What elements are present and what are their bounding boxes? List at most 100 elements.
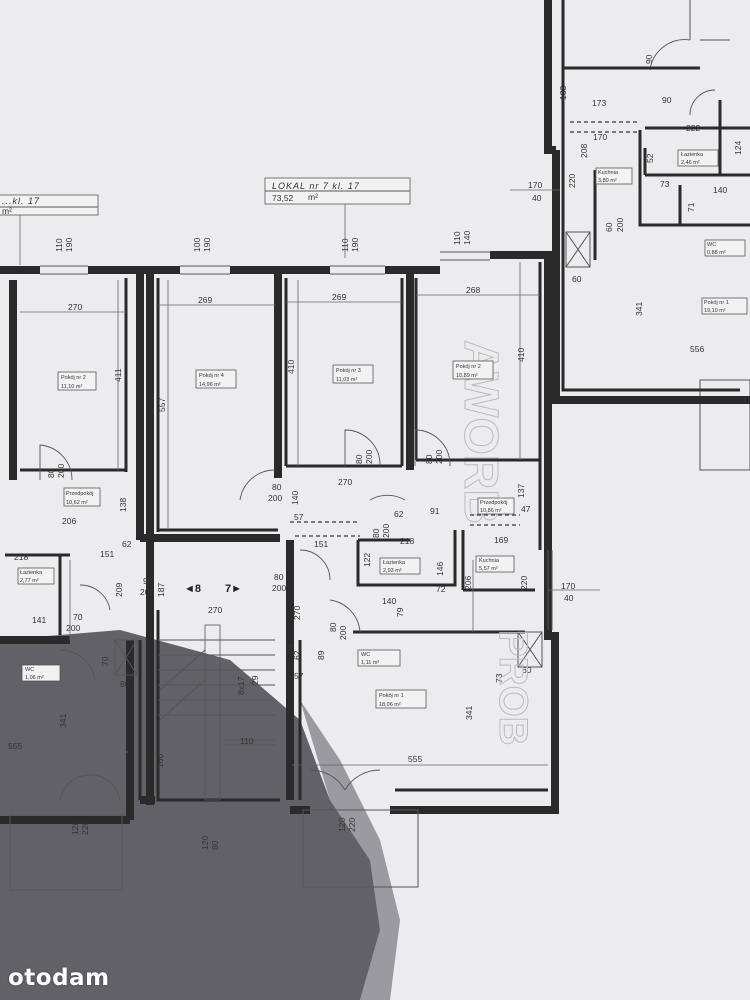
room-labels: Pokój nr 2 11,10 m² Pokój nr 4 14,96 m² … [17,360,515,709]
top-right-unit-item: 170 [593,132,607,142]
dashed-lines-item [570,121,640,133]
dashed-lines-item [290,521,360,537]
walls-item [461,530,535,592]
dim-texts-item: 341 [58,714,68,728]
dim-texts-item: 80 [424,454,434,464]
window-dims-top-item: 140 [462,231,472,245]
dim-texts-item: 411 [113,368,123,382]
dim-texts-item: 8x17 [236,676,246,695]
dim-texts-item: 187 [156,583,166,597]
top-right-unit-item: 124 [733,141,743,155]
ventilation-shafts-item [114,639,138,676]
dim-texts-item: 47 [521,504,531,514]
room-labels-item: 5,57 m² [479,566,498,572]
windows-item [40,251,490,275]
room-labels-item [63,487,101,507]
unit7-unit: m² [308,192,318,202]
tr-room-labels: Łazienka 2,46 m² Kuchnia 3,80 m² WC 0,88… [595,149,748,315]
dim-texts-item: 220 [519,576,529,590]
window-dims-top-item: 110 [340,238,350,252]
top-right-unit-item [593,126,750,260]
ventilation-shafts-item [114,639,138,676]
doors-item [344,429,381,467]
balconies-item [302,809,419,888]
dim-lines-item [69,560,474,640]
shadow-edge [300,700,400,1000]
dim-texts-item: 110 [240,736,254,746]
dim-texts-item: 60 [522,665,532,675]
dim-texts-item: 557 [157,398,167,412]
dim-texts-item: 151 [314,539,328,549]
dim-texts-item: 555 [8,741,22,751]
walls-item [156,610,280,802]
dim-texts-item: 200 [140,587,154,597]
tr-room-labels-item: 19,10 m² [704,308,726,314]
room-labels-item: Pokój nr 4 [199,373,224,379]
room-labels-item: 18,06 m² [379,702,401,708]
dim-texts-item: 218 [14,552,28,562]
stair-steps-item [158,639,275,716]
dim-texts-item: 200 [338,626,348,640]
doors-item [309,769,346,791]
dim-texts-item: 200 [56,464,66,478]
dim-texts-item: 61 [284,643,294,653]
tr-room-labels-item: Łazienka [681,152,704,158]
dim-texts-item: 79 [395,607,405,617]
balconies [9,379,750,891]
top-right-unit-item: 208 [579,144,589,158]
top-right-unit-item: 341 [634,302,644,316]
room-labels-item: 11,10 m² [61,384,82,390]
walls-item [20,458,540,472]
room-labels-item: Pokój nr 3 [336,368,361,374]
dim-texts-item: 120 [200,836,210,850]
top-right-unit-item: 200 [615,218,625,232]
dim-texts-item: 57 [294,671,304,681]
dim-texts-item: 200 [66,623,80,633]
top-right-unit-item: 90 [662,95,672,105]
dim-texts-item: 220 [80,821,90,835]
dim-texts-item: 60 [120,679,130,689]
window-dims-top-item: 110 [452,231,462,245]
dim-texts-item: 62 [394,509,404,519]
doors-item [299,549,331,581]
ventilation-shafts [114,231,591,676]
room-labels-item: WC [361,652,370,658]
side-window-dims-item: 40 [564,593,574,603]
room-labels-item: 11,03 m² [336,377,357,383]
dim-texts-item: 209 [114,583,124,597]
dim-texts-item: 220 [347,818,357,832]
top-right-unit-item: 71 [686,202,696,212]
top-right-unit-item: 222 [686,123,700,133]
tr-room-labels-item: WC [707,242,716,248]
unit8-area: m² [2,206,12,216]
room-labels-item: Przedpokój [480,500,508,506]
doors-item [414,429,451,467]
stair-label-7: 7► [225,583,242,595]
top-right-unit-item: 52 [645,153,655,163]
doors-item [239,469,276,501]
dim-texts-item: 91 [430,506,440,516]
room-labels-item: 1,06 m² [25,675,44,681]
dim-texts-item: 120 [337,818,347,832]
tr-room-labels-item: 0,88 m² [707,250,726,256]
room-labels-item: 10,86 m² [480,508,502,514]
room-labels-item [17,567,55,585]
unit8-title: ...kl. 17 [2,196,40,206]
window-dims-top: 110 190 100 190 110 190 110 140 [54,231,472,252]
top-right-unit-item [689,0,730,41]
dim-texts-item: 200 [272,583,286,593]
stair-label-8: ◄8 [184,583,201,595]
doors-item [59,774,91,801]
dim-texts-item: 70 [73,612,83,622]
room-labels-item: 14,96 m² [199,382,221,388]
room-labels-item [375,689,427,709]
doors-item [369,494,406,501]
window-dims-top-item: 110 [54,238,64,252]
dim-texts-item: 200 [381,524,391,538]
top-right-unit-item: 73 [660,179,670,189]
side-window-dims-item: 170 [528,180,542,190]
window-dims-top-item: 190 [202,238,212,252]
tr-room-labels-item: 2,46 m² [681,160,700,166]
dashed-lines-item [470,514,520,526]
